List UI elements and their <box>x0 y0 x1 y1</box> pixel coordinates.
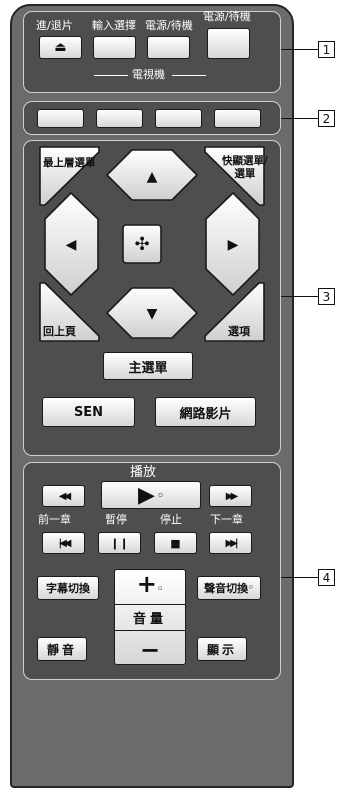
red-button[interactable] <box>37 109 84 128</box>
rewind-icon: ◀◀ <box>58 490 72 502</box>
sen-label: SEN <box>73 404 104 420</box>
volume-down-button[interactable]: − <box>140 638 160 662</box>
top-menu-button[interactable] <box>39 146 100 206</box>
subtitle-button[interactable]: 字幕切換 <box>37 576 99 600</box>
power-label: 電源/待機 <box>203 10 251 23</box>
audio-button[interactable]: 聲音切換 ◦ <box>197 576 261 600</box>
pause-label: 暫停 <box>105 513 127 526</box>
left-arrow-icon: ◀ <box>66 237 77 253</box>
navigation-pad: ▲ ▼ ◀ ▶ ✣ <box>39 146 265 342</box>
return-label: 回上頁 <box>43 325 76 338</box>
play-label: 播放 <box>130 465 157 480</box>
popup-menu-label: 快顯選單/ 選單 <box>222 155 268 181</box>
volume-label: 音量 <box>115 603 185 631</box>
pause-button[interactable]: ❙❙ <box>98 532 141 554</box>
prev-chapter-icon: |◀◀ <box>58 537 71 549</box>
power-button[interactable] <box>207 28 250 59</box>
next-chapter-button[interactable]: ▶▶| <box>209 532 252 554</box>
prev-chapter-button[interactable]: |◀◀ <box>42 532 85 554</box>
input-select-label: 輸入選擇 <box>92 19 136 32</box>
netvideo-label: 網路影片 <box>179 406 232 422</box>
eject-icon: ⏏ <box>54 40 67 55</box>
blue-button[interactable] <box>214 109 261 128</box>
volume-rocker: +◦ 音量 − <box>114 569 186 665</box>
enter-button[interactable] <box>122 224 162 264</box>
down-arrow-icon: ▼ <box>147 306 158 322</box>
audio-label: 聲音切換 <box>204 582 249 595</box>
up-arrow-icon: ▲ <box>147 169 158 185</box>
tv-label-line-left <box>94 75 128 76</box>
callout-1-line <box>281 49 318 50</box>
minus-icon: − <box>139 636 161 664</box>
callout-2: 2 <box>318 110 335 127</box>
fast-forward-icon: ▶▶ <box>225 490 239 502</box>
up-button[interactable] <box>106 149 198 201</box>
yellow-button[interactable] <box>155 109 202 128</box>
play-dot-icon: ◦ <box>156 488 164 502</box>
stop-icon: ■ <box>170 536 181 550</box>
callout-4: 4 <box>318 569 335 586</box>
tv-label: 電視機 <box>132 68 165 81</box>
mute-label: 靜音 <box>46 642 77 657</box>
options-button[interactable] <box>204 282 265 342</box>
next-chapter-label: 下一章 <box>210 513 243 526</box>
mute-button[interactable]: 靜音 <box>37 637 87 661</box>
home-button[interactable]: 主選單 <box>103 352 193 380</box>
volume-up-button[interactable]: +◦ <box>137 572 164 596</box>
pause-icon: ❙❙ <box>110 536 129 550</box>
stop-button[interactable]: ■ <box>154 532 197 554</box>
eject-label: 進/退片 <box>36 19 73 32</box>
plus-dot-icon: ◦ <box>156 584 164 595</box>
popup-menu-button[interactable] <box>204 146 265 206</box>
fast-forward-button[interactable]: ▶▶ <box>209 485 252 507</box>
callout-2-line <box>281 118 318 119</box>
right-button[interactable] <box>205 192 260 296</box>
top-menu-label: 最上層選單 <box>43 157 96 169</box>
eject-button[interactable]: ⏏ <box>39 36 82 59</box>
home-label: 主選單 <box>128 360 168 376</box>
callout-3-line <box>281 296 318 297</box>
sen-button[interactable]: SEN <box>42 397 135 427</box>
tv-power-button[interactable] <box>147 36 190 59</box>
callout-3: 3 <box>318 288 335 305</box>
prev-chapter-label: 前一章 <box>38 513 71 526</box>
green-button[interactable] <box>96 109 143 128</box>
callout-4-line <box>281 577 318 578</box>
enter-icon: ✣ <box>134 234 149 255</box>
plus-icon: + <box>136 570 157 598</box>
tv-label-line-right <box>172 75 206 76</box>
display-button[interactable]: 顯示 <box>197 637 247 661</box>
callout-1: 1 <box>318 41 335 58</box>
down-button[interactable] <box>106 287 198 339</box>
right-arrow-icon: ▶ <box>228 237 239 253</box>
input-select-button[interactable] <box>93 36 136 59</box>
subtitle-label: 字幕切換 <box>46 582 90 595</box>
next-chapter-icon: ▶▶| <box>225 537 238 549</box>
audio-dot-icon: ◦ <box>248 583 254 593</box>
tv-power-label: 電源/待機 <box>145 19 193 32</box>
display-label: 顯示 <box>206 642 237 657</box>
rewind-button[interactable]: ◀◀ <box>42 485 85 507</box>
play-button[interactable]: ▶ ◦ <box>101 481 201 509</box>
left-button[interactable] <box>44 192 99 296</box>
netvideo-button[interactable]: 網路影片 <box>155 397 256 427</box>
return-button[interactable] <box>39 282 100 342</box>
stop-label: 停止 <box>160 513 182 526</box>
play-icon: ▶ <box>138 482 155 508</box>
options-label: 選項 <box>228 325 250 338</box>
